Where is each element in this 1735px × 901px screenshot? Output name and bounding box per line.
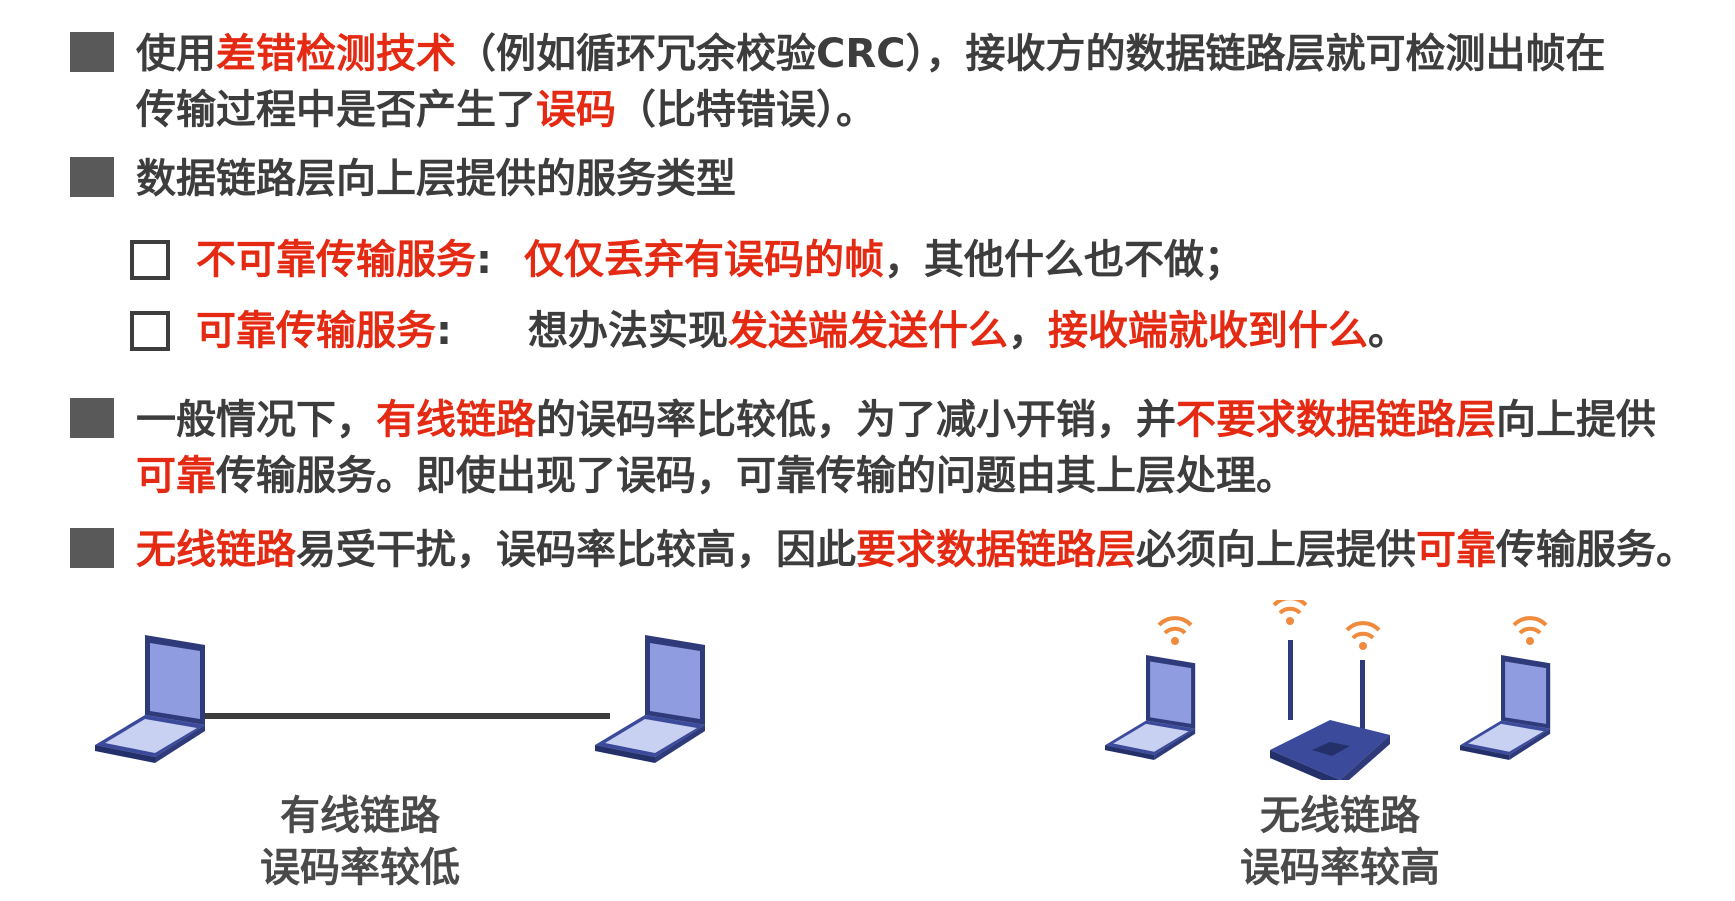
- bullet-service-types: 数据链路层向上层提供的服务类型: [70, 151, 736, 207]
- bullet-square: [70, 528, 114, 568]
- service-unreliable: 不可靠传输服务: 仅仅丢弃有误码的帧，其他什么也不做；: [130, 232, 1244, 288]
- bullet-wired: 一般情况下，有线链路的误码率比较低，为了减小开销，并不要求数据链路层向上提供 可…: [70, 392, 1656, 504]
- service-colon: :: [436, 308, 452, 354]
- highlight-span: 有线链路: [376, 397, 536, 443]
- service-colon: :: [476, 237, 492, 283]
- service-desc: ，: [1008, 308, 1048, 354]
- bullet-text: 数据链路层向上层提供的服务类型: [136, 156, 736, 202]
- wifi-signal-icon: [1272, 600, 1308, 625]
- laptop-icon: [1460, 655, 1551, 760]
- text-span: 使用: [136, 31, 216, 77]
- service-desc-highlight: 仅仅丢弃有误码的帧: [524, 237, 884, 283]
- service-desc-highlight: 发送端发送什么: [728, 308, 1008, 354]
- service-desc: 。: [1368, 308, 1408, 354]
- bullet-square: [70, 398, 114, 438]
- checkbox-icon: [130, 311, 170, 351]
- wireless-diagram: [1105, 600, 1551, 780]
- highlight-span: 无线链路: [136, 527, 296, 573]
- highlight-span: 误码: [536, 87, 616, 133]
- text-span: 的误码率比较低，为了减小开销，并: [536, 397, 1176, 443]
- service-text: 可靠传输服务: 想办法实现发送端发送什么，接收端就收到什么。: [196, 303, 1408, 359]
- text-span: 传输服务。即使出现了误码，可靠传输的问题由其上层处理。: [216, 453, 1296, 499]
- text-span: 传输服务。: [1496, 527, 1696, 573]
- highlight-span: 要求数据链路层: [856, 527, 1136, 573]
- wifi-signal-icon: [1345, 621, 1381, 650]
- checkbox-icon: [130, 240, 170, 280]
- text-span: （例如循环冗余校验CRC），接收方的数据链路层就可检测出帧在: [456, 31, 1606, 77]
- laptop-icon: [95, 635, 205, 763]
- bullet-square: [70, 32, 114, 72]
- bullet-text: 无线链路易受干扰，误码率比较高，因此要求数据链路层必须向上层提供可靠传输服务。: [136, 522, 1696, 578]
- text-span: 传输过程中是否产生了: [136, 87, 536, 133]
- highlight-span: 可靠: [1416, 527, 1496, 573]
- service-desc: 想办法实现: [528, 308, 728, 354]
- service-name: 可靠传输服务: [196, 308, 436, 354]
- service-name: 不可靠传输服务: [196, 237, 476, 283]
- caption-subtitle: 误码率较低: [260, 845, 460, 891]
- wifi-signal-icon: [1512, 616, 1548, 645]
- caption-subtitle: 误码率较高: [1240, 845, 1440, 891]
- text-span: 易受干扰，误码率比较高，因此: [296, 527, 856, 573]
- caption-title: 有线链路: [280, 793, 440, 839]
- bullet-text: 一般情况下，有线链路的误码率比较低，为了减小开销，并不要求数据链路层向上提供 可…: [136, 392, 1656, 504]
- caption-title: 无线链路: [1260, 793, 1420, 839]
- bullet-wireless: 无线链路易受干扰，误码率比较高，因此要求数据链路层必须向上层提供可靠传输服务。: [70, 522, 1696, 578]
- wired-diagram: [95, 635, 705, 763]
- highlight-span: 不要求数据链路层: [1176, 397, 1496, 443]
- bullet-square: [70, 157, 114, 197]
- service-reliable: 可靠传输服务: 想办法实现发送端发送什么，接收端就收到什么。: [130, 303, 1408, 359]
- bullet-error-detection: 使用差错检测技术（例如循环冗余校验CRC），接收方的数据链路层就可检测出帧在 传…: [70, 26, 1606, 138]
- text-span: 向上提供: [1496, 397, 1656, 443]
- wifi-router-icon: [1270, 640, 1390, 780]
- wifi-signal-icon: [1157, 616, 1193, 645]
- wireless-caption: 无线链路 误码率较高: [1200, 790, 1480, 894]
- service-desc: ，其他什么也不做；: [884, 237, 1244, 283]
- text-span: 一般情况下，: [136, 397, 376, 443]
- highlight-span: 差错检测技术: [216, 31, 456, 77]
- laptop-icon: [595, 635, 705, 763]
- highlight-span: 可靠: [136, 453, 216, 499]
- service-text: 不可靠传输服务: 仅仅丢弃有误码的帧，其他什么也不做；: [196, 232, 1244, 288]
- bullet-text: 使用差错检测技术（例如循环冗余校验CRC），接收方的数据链路层就可检测出帧在 传…: [136, 26, 1606, 138]
- service-desc-highlight: 接收端就收到什么: [1048, 308, 1368, 354]
- text-span: 必须向上层提供: [1136, 527, 1416, 573]
- wired-caption: 有线链路 误码率较低: [230, 790, 490, 894]
- laptop-icon: [1105, 655, 1196, 760]
- text-span: （比特错误）。: [616, 87, 876, 133]
